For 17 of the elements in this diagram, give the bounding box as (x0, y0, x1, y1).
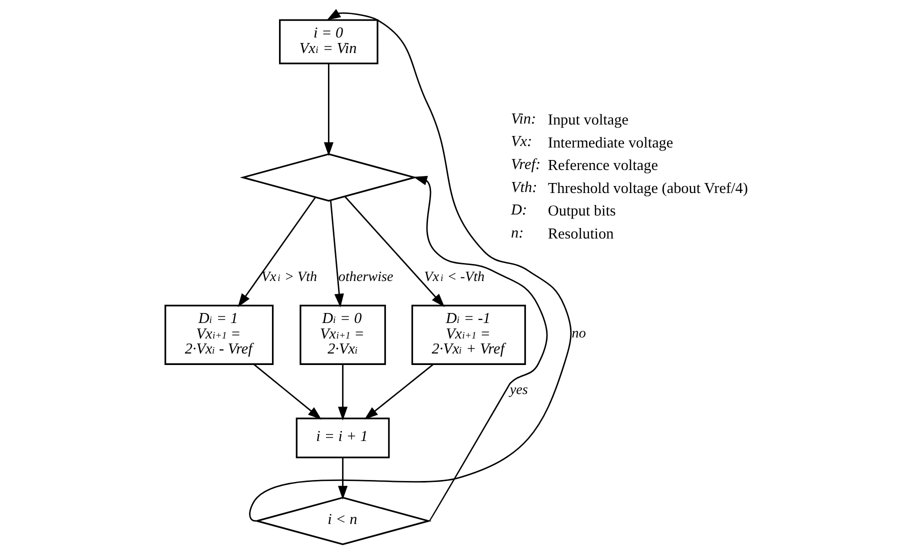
edge-label: no (572, 325, 586, 342)
label: Vin: (511, 110, 536, 128)
edge-label: otherwise (338, 268, 394, 285)
label: Input voltage (548, 111, 628, 128)
label: Output bits (548, 202, 616, 220)
label: Reference voltage (548, 157, 658, 174)
label: Vx: (511, 133, 532, 150)
label: Vref: (511, 156, 541, 173)
label: Intermediate voltage (548, 134, 674, 152)
label: Threshold voltage (about Vref/4) (548, 180, 748, 197)
edge-label: Vxi < -Vth (424, 268, 485, 285)
edge-label: Vxi > Vth (261, 268, 318, 285)
label: D: (511, 202, 528, 219)
edge-label: yes (510, 382, 528, 398)
label: Vth: (511, 178, 538, 196)
label: Resolution (548, 225, 614, 242)
label: n: (511, 224, 524, 242)
